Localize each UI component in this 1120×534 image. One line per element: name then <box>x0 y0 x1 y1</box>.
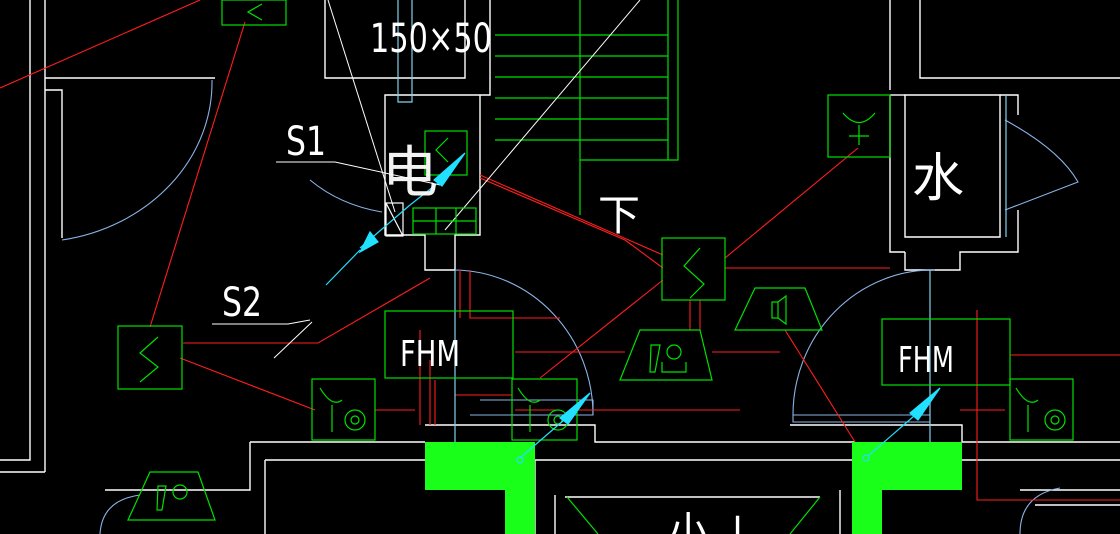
filled-walls <box>425 442 962 534</box>
single-switch-icon <box>221 0 287 26</box>
emergency-light-icon <box>566 496 821 534</box>
room-water-label: 水 <box>912 149 964 209</box>
alarm-bell-icon <box>127 471 216 521</box>
single-switch-icon <box>661 237 726 301</box>
single-switch-icon <box>117 325 183 390</box>
room-elec-label: 电 <box>382 141 438 206</box>
duct-size-label: 150×50 <box>370 16 492 62</box>
arrows <box>325 152 941 464</box>
junction-box-icon <box>385 202 404 237</box>
stairs <box>495 0 679 215</box>
alarm-bell-icon <box>619 329 713 381</box>
fhm-box-right <box>881 318 1011 386</box>
fhm-box-left <box>384 310 514 379</box>
s1-label: S1 <box>286 119 326 165</box>
fhm-label-right: FHM <box>898 340 954 381</box>
arrow-icon <box>409 152 466 206</box>
arrow-icon <box>325 204 411 286</box>
leaders <box>212 0 641 359</box>
labels: 150×50 S1 S2 FHM FHM 电 水 下 小 ↓ <box>222 16 964 534</box>
s2-label: S2 <box>222 280 262 326</box>
duct <box>397 0 1007 442</box>
fhm-label-left: FHM <box>400 334 460 375</box>
cable-routes <box>0 0 1120 501</box>
fire-hydrant-button-icon <box>311 378 376 441</box>
fire-hydrant-button-icon <box>1009 378 1074 441</box>
bottom-partial-label: 小 ↓ <box>668 509 754 534</box>
arrow-icon <box>862 387 941 462</box>
distribution-box-icon <box>412 207 477 235</box>
socket-icon <box>827 94 891 158</box>
stair-down-label: 下 <box>598 191 640 240</box>
speaker-icon <box>734 287 823 331</box>
door-arcs <box>61 79 1079 534</box>
arrow-icon <box>516 392 591 464</box>
